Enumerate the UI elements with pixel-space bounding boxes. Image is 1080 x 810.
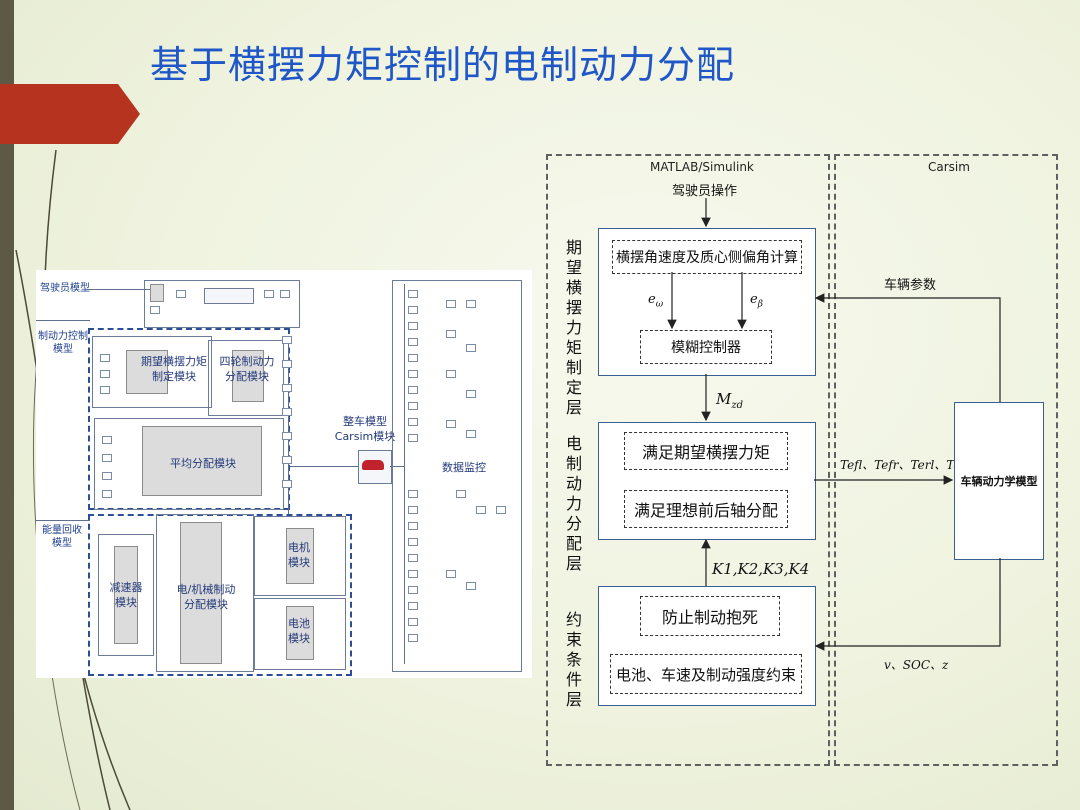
anti-lock-box: 防止制动抱死 xyxy=(640,596,780,636)
reducer-label: 减速器 模块 xyxy=(109,581,143,609)
simulink-model-screenshot: 驾驶员模型 制动力控制 模型 能量回收 模型 期望横摆力矩 制定模块 四轮制动力… xyxy=(36,270,532,678)
battery-label: 电池 模块 xyxy=(288,617,310,645)
e-omega-text: eω xyxy=(648,292,664,310)
torques-text: Tefl、Tefr、Terl、Terr xyxy=(840,458,972,472)
average-distribution-label: 平均分配模块 xyxy=(170,457,236,470)
front-rear-axle-box: 满足理想前后轴分配 xyxy=(624,490,788,528)
left-decor-bar xyxy=(0,0,14,810)
vehicle-dynamics-box: 车辆动力学模型 xyxy=(954,402,1044,560)
e-beta-text: eβ xyxy=(750,292,763,310)
electromech-label: 电/机械制动 分配模块 xyxy=(176,583,236,611)
motor-label: 电机 模块 xyxy=(288,541,310,569)
average-distribution-block xyxy=(94,418,284,510)
battery-block xyxy=(254,598,346,670)
yaw-moment-setting-block xyxy=(92,336,212,408)
feedback-text: v、SOC、z xyxy=(884,658,949,672)
vehicle-carsim-label: 整车模型 Carsim模块 xyxy=(334,415,396,443)
yaw-moment-setting-label: 期望横摆力矩 制定模块 xyxy=(141,355,207,383)
energy-recovery-group xyxy=(88,514,352,676)
title-accent-tab xyxy=(0,84,140,144)
yaw-moment-target-box: 满足期望横摆力矩 xyxy=(624,432,788,470)
matlab-simulink-region xyxy=(546,154,830,766)
layer1-label: 期望横摆力矩制定层 xyxy=(565,238,582,417)
driver-operation-text: 驾驶员操作 xyxy=(672,184,738,199)
driver-model-block xyxy=(144,280,300,328)
carsim-region xyxy=(834,154,1058,766)
four-wheel-braking-block xyxy=(208,340,284,416)
fuzzy-controller-box: 模糊控制器 xyxy=(640,330,772,364)
data-monitor-block xyxy=(392,280,522,672)
electromech-block xyxy=(156,514,254,672)
matlab-simulink-header: MATLAB/Simulink xyxy=(650,160,754,174)
motor-block xyxy=(254,516,346,596)
battery-speed-constraint-box: 电池、车速及制动强度约束 xyxy=(610,654,802,694)
mzd-text: Mzd xyxy=(716,390,744,411)
carsim-header: Carsim xyxy=(928,160,970,174)
vehicle-params-text: 车辆参数 xyxy=(884,278,937,293)
page-title: 基于横摆力矩控制的电制动力分配 xyxy=(150,43,736,87)
label-energy-recovery-model: 能量回收 模型 xyxy=(42,525,82,549)
k-values-text: K1,K2,K3,K4 xyxy=(712,560,810,578)
label-braking-control-model: 制动力控制 模型 xyxy=(38,331,88,355)
layer2-label: 电制动力分配层 xyxy=(565,434,582,573)
car-icon xyxy=(362,460,384,470)
label-driver-model: 驾驶员模型 xyxy=(40,283,90,294)
data-monitor-label: 数据监控 xyxy=(442,461,486,474)
yaw-rate-calc-box: 横摆角速度及质心侧偏角计算 xyxy=(612,240,802,274)
four-wheel-braking-label: 四轮制动力 分配模块 xyxy=(219,355,275,383)
reducer-block xyxy=(98,534,154,656)
layer3-label: 约束条件层 xyxy=(565,610,582,709)
